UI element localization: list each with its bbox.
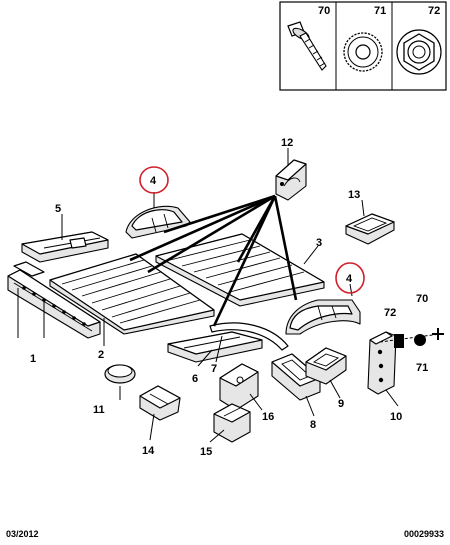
part-5-upper-rail <box>13 231 109 277</box>
callout-14: 14 <box>142 445 155 457</box>
legend-number-71: 71 <box>374 5 386 17</box>
part-13-tray <box>345 213 395 245</box>
callout-2: 2 <box>98 349 104 361</box>
callout-71: 71 <box>416 362 428 374</box>
callout-16: 16 <box>262 411 274 423</box>
callout-4-left: 4 <box>150 175 157 187</box>
fastener-assembly <box>379 328 444 348</box>
callout-1: 1 <box>30 353 36 365</box>
footer-reference: 00029933 <box>403 529 444 539</box>
washer-71-icon <box>414 334 426 346</box>
part-4-wheel-arch-left <box>125 205 191 239</box>
callout-3: 3 <box>316 237 322 249</box>
part-2-left-floor-panel <box>49 253 215 335</box>
part-12-bracket <box>275 159 307 201</box>
part-10-mount-plate <box>367 331 397 395</box>
part-7-curved-member <box>209 322 289 351</box>
callout-15: 15 <box>200 446 212 458</box>
callout-9: 9 <box>338 398 344 410</box>
callout-10: 10 <box>390 411 402 423</box>
part-16-gusset <box>219 363 259 411</box>
leader-lines <box>17 148 399 443</box>
highlight-circle-4-left <box>139 166 169 194</box>
part-8-plate <box>271 353 321 401</box>
part-1-side-rail <box>7 269 101 339</box>
part-9-bracket <box>305 347 347 385</box>
callout-5: 5 <box>55 203 61 215</box>
part-14-bracket <box>139 385 181 421</box>
hex-nut-icon <box>396 29 442 75</box>
callout-4-right: 4 <box>346 273 353 285</box>
callout-13: 13 <box>348 189 360 201</box>
part-6-cross-member <box>167 331 263 363</box>
part-4-wheel-arch-right <box>285 299 361 335</box>
callout-11: 11 <box>93 404 105 416</box>
callout-12: 12 <box>281 137 293 149</box>
callout-7: 7 <box>211 363 217 375</box>
screw-70-icon <box>432 328 444 340</box>
part-15-bracket <box>213 403 251 443</box>
callout-6: 6 <box>192 373 198 385</box>
callout-labels: 4 4 12 5 13 3 1 2 6 7 11 14 15 16 8 9 10… <box>30 137 428 458</box>
screw-icon <box>287 21 327 71</box>
callout-72: 72 <box>384 307 396 319</box>
fastener-legend: 70 71 72 <box>279 1 447 91</box>
callout-70: 70 <box>416 293 428 305</box>
legend-number-72: 72 <box>428 5 440 17</box>
nut-72-icon <box>394 334 404 348</box>
part-11-plug <box>104 364 136 384</box>
washer-icon <box>343 32 383 72</box>
callout-8: 8 <box>310 419 316 431</box>
highlight-circle-4-right <box>335 262 365 294</box>
footer-date: 03/2012 <box>6 529 39 539</box>
legend-number-70: 70 <box>318 5 330 17</box>
